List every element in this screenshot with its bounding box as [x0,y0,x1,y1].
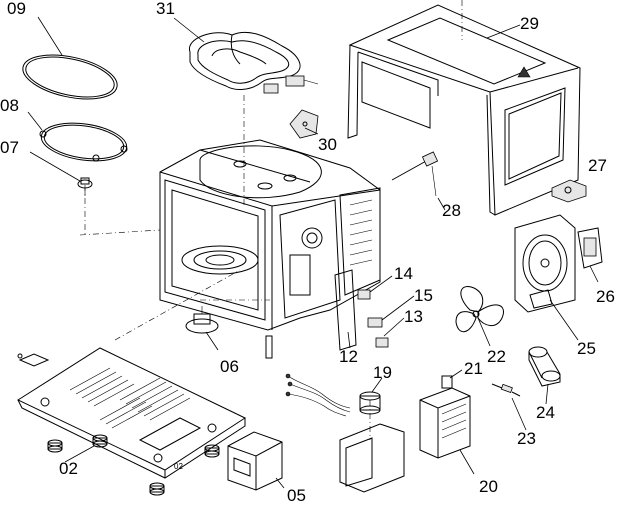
label-19: 19 [373,363,392,382]
bracket [289,109,319,139]
feet [47,434,220,496]
label-15: 15 [414,286,433,305]
part-19 [359,391,381,415]
leader-23 [511,397,527,431]
leader-25 [549,299,579,341]
label-25: 25 [577,339,596,358]
small-bracket [17,353,50,367]
leader-13 [383,317,405,337]
leader-09 [37,16,63,56]
label-21: 21 [464,359,483,378]
label-06: 06 [220,357,239,376]
leader-30 [304,127,319,135]
label-09: 09 [7,0,26,18]
heater-element [189,31,319,94]
leader-07 [29,151,81,182]
turntable-motor [185,306,219,334]
leader-06 [205,331,219,351]
leader-15 [381,295,415,321]
leader-08 [27,111,43,131]
leader-02 [64,445,95,463]
part-26 [577,227,603,269]
label-22: 22 [487,347,506,366]
switches [334,269,389,351]
leader-24 [545,383,549,405]
label-07: 07 [0,138,19,157]
pin [265,335,273,359]
label-05: 05 [287,486,306,505]
label-23: 23 [517,429,536,448]
label-31: 31 [156,0,175,18]
glass-tray [22,54,118,100]
leader-31 [173,17,205,43]
base-plate [16,347,247,479]
leader-12 [347,331,351,349]
wire-harness [285,373,351,417]
label-08: 08 [0,96,19,115]
leader-05 [275,477,285,489]
label-14: 14 [394,264,413,283]
label-26: 26 [596,287,615,306]
label-13: 13 [404,307,423,326]
label-02-small: 02 [174,462,183,471]
centerline-base [114,269,241,341]
oven-cavity [159,139,381,331]
sensor [391,151,439,197]
label-02: 02 [59,459,78,478]
diode [491,383,521,397]
fan-blade [455,286,504,333]
leader-28 [437,197,446,211]
coupler [77,177,93,196]
outer-cover [347,4,581,216]
roller-ring [39,122,128,162]
label-12: 12 [339,347,358,366]
fan-bracket [514,214,576,313]
leader-29 [486,24,521,39]
label-27: 27 [588,156,607,175]
leader-26 [589,265,599,283]
leader-14 [369,275,393,293]
label-20: 20 [479,477,498,496]
label-29: 29 [520,14,539,33]
leader-21 [449,369,463,379]
leader-20 [459,449,475,475]
centerline-left [79,229,161,236]
part-27 [551,179,587,203]
label-30: 30 [318,135,337,154]
label-24: 24 [536,403,555,422]
leader-22 [477,317,491,347]
transformer-block [227,431,283,491]
capacitor [528,346,561,387]
leader-19 [371,377,383,393]
magnetron [339,375,471,493]
label-28: 28 [442,201,461,220]
